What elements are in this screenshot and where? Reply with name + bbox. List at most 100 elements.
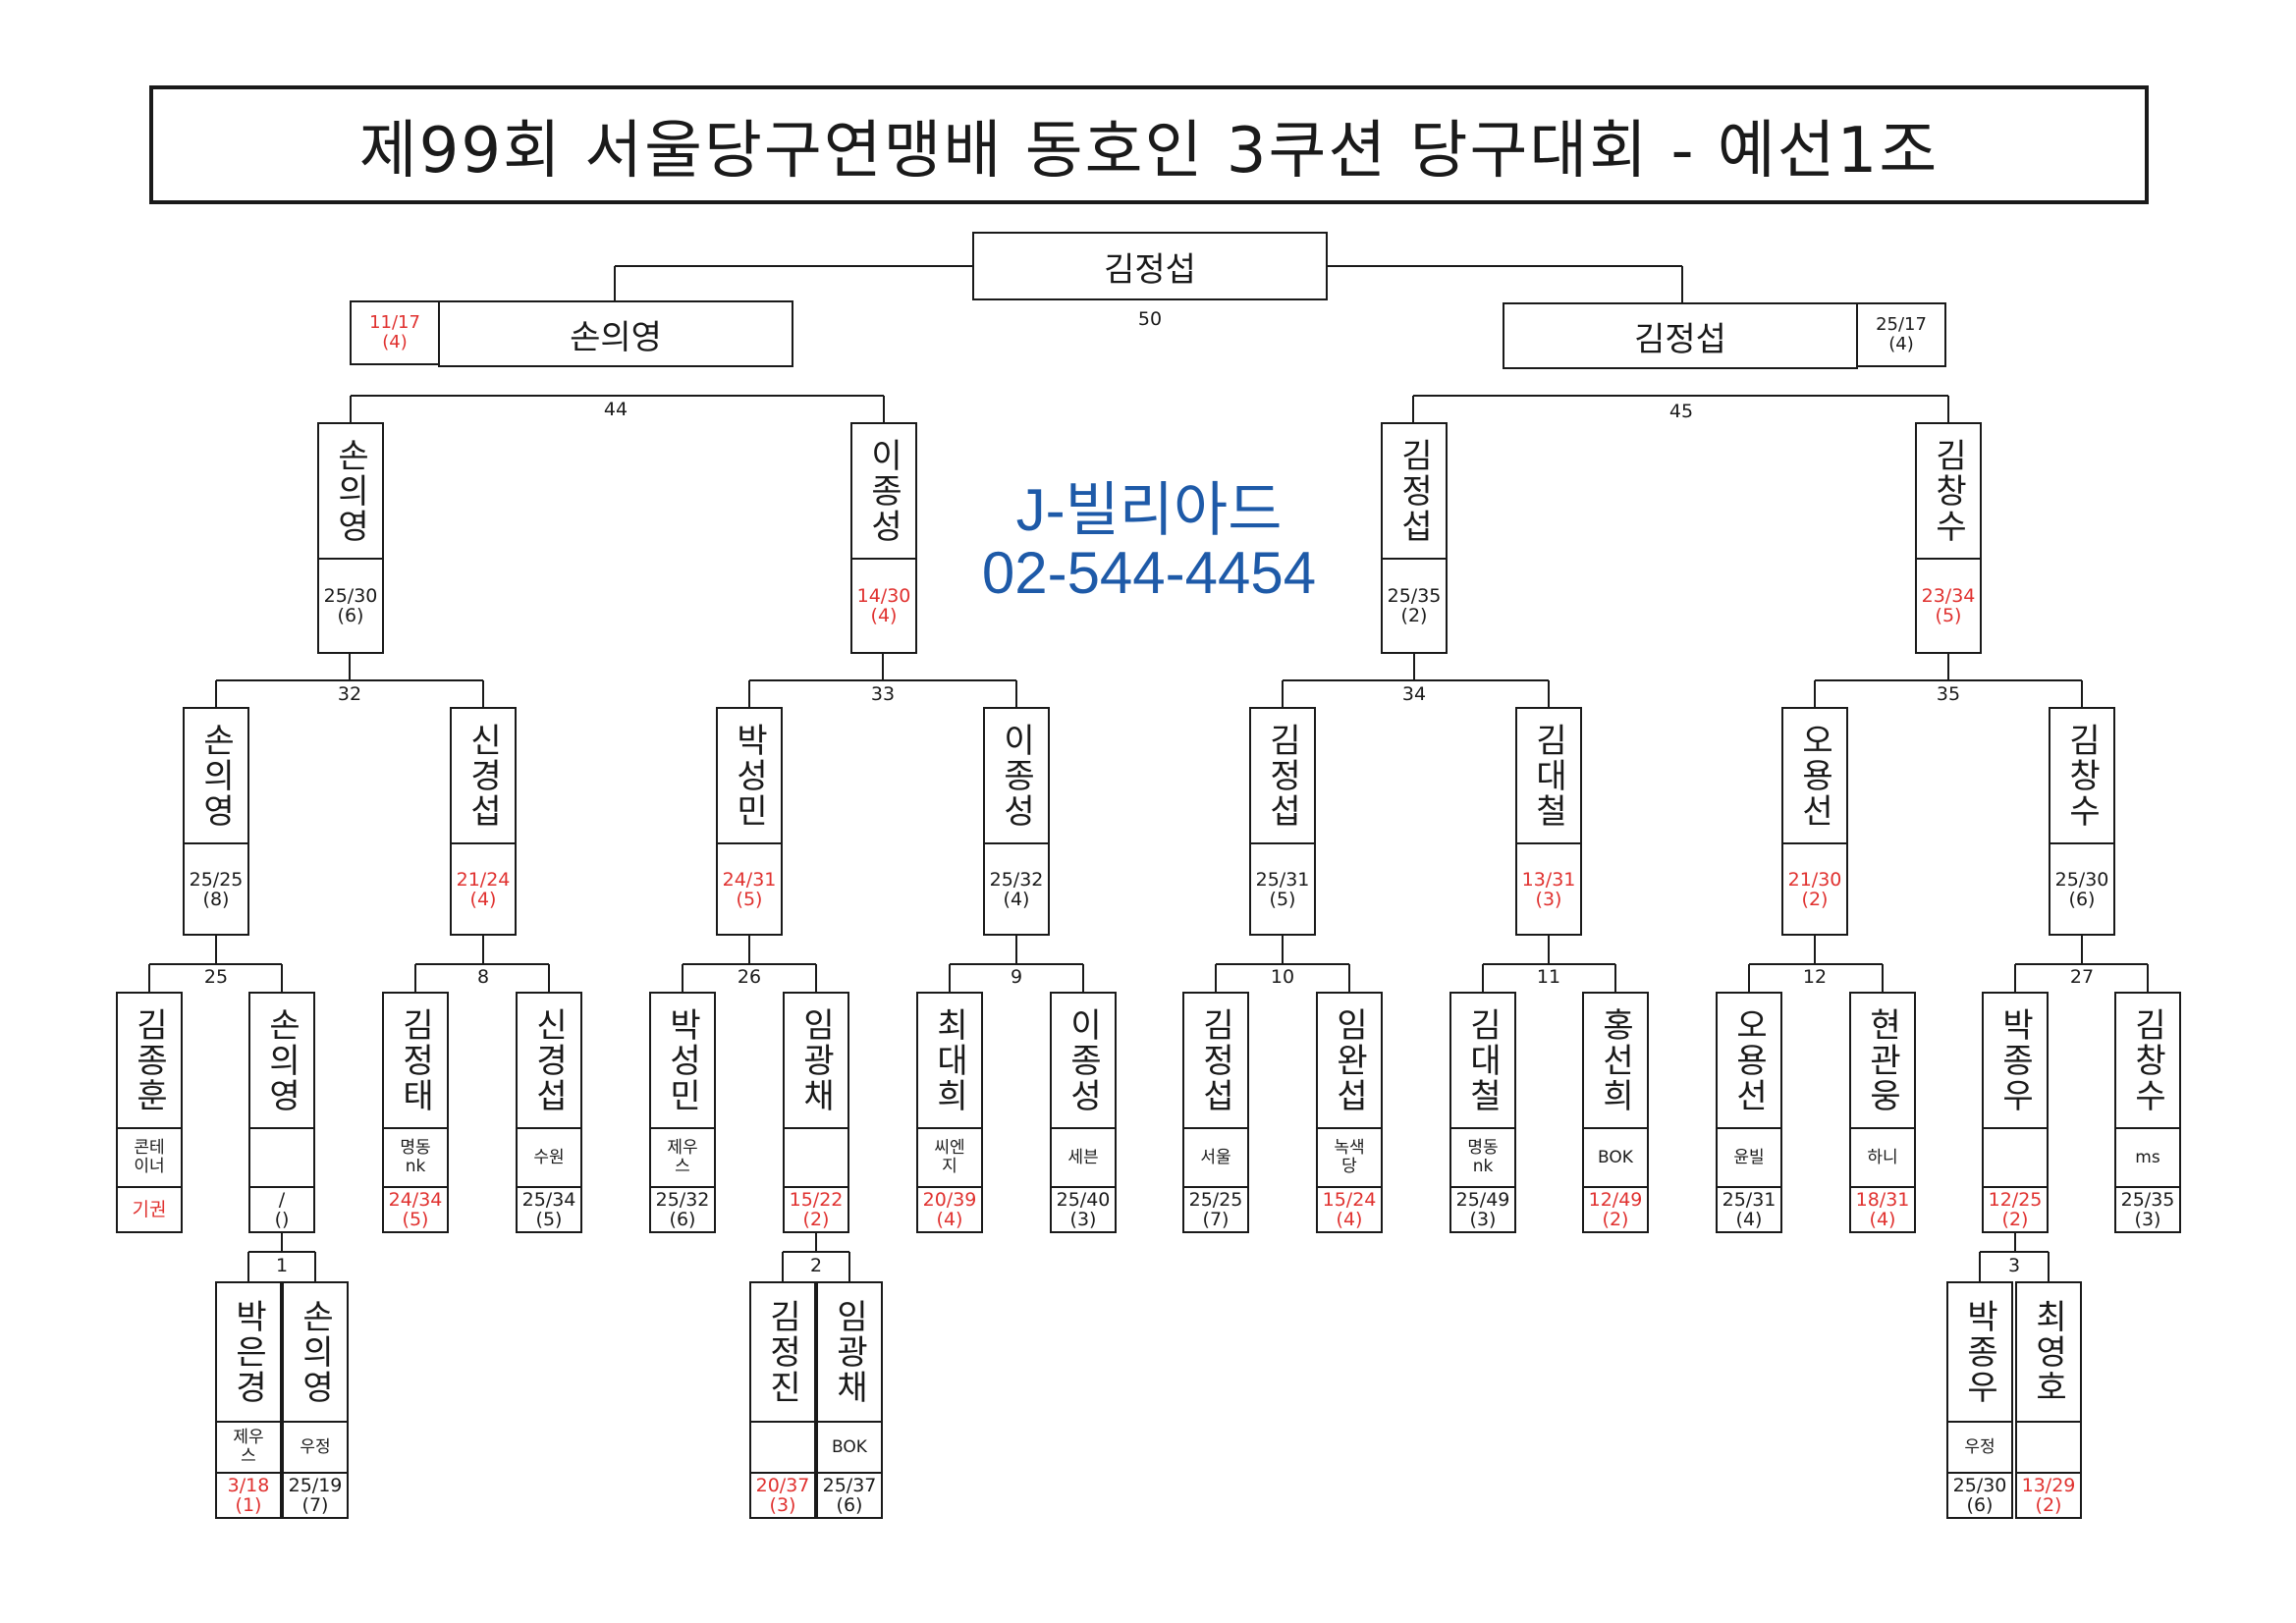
match-number: 45 [1668,401,1694,422]
inning: (7) [301,1494,329,1516]
inning: (1) [235,1494,262,1516]
score: 3/18 [227,1475,270,1496]
connector-27 [2014,936,2149,992]
player-score: 25/34(5) [518,1188,580,1231]
match-number: 34 [1401,683,1427,705]
inning: (3) [1069,1209,1097,1230]
player-score: 15/22(2) [785,1188,847,1231]
player-name: 오용선 [1718,994,1780,1129]
score: 25/19 [288,1475,343,1496]
player-score: 12/25(2) [1984,1188,2047,1231]
player-box: 손의영/() [248,992,315,1233]
player-name: 임완섭 [1318,994,1381,1129]
player-name: 김대철 [1451,994,1514,1129]
score: 25/17 [1876,314,1927,335]
player-score: 21/24(4) [452,844,515,934]
score: 25/25 [1188,1189,1243,1211]
score: 13/29 [2021,1475,2076,1496]
player-name: 신경섭 [518,994,580,1129]
ad-name: J-빌리아드 [1015,477,1283,543]
score: 20/39 [922,1189,977,1211]
score: 25/30 [2054,868,2109,891]
player-club [751,1423,814,1474]
player-club: 서울 [1184,1129,1247,1188]
champion-name: 김정섭 [1104,249,1196,290]
inning: (2) [2035,1494,2062,1516]
finalist-box: 손의영 [438,300,793,367]
inning: (6) [669,1209,696,1230]
player-name: 박은경 [217,1283,280,1423]
connector-10 [1215,936,1350,992]
score: 15/22 [789,1189,844,1211]
player-score: 25/49(3) [1451,1188,1514,1231]
match-number: 50 [1137,308,1163,330]
inning: (3) [1535,888,1562,910]
match-number: 27 [2069,966,2095,988]
player-score: 25/31(4) [1718,1188,1780,1231]
score: 11/17 [369,312,420,333]
connector-25 [148,936,283,992]
inning: (6) [1966,1494,1994,1516]
finalist-name: 김정섭 [1634,319,1726,359]
player-club: BOK [1584,1129,1647,1188]
player-club [1984,1129,2047,1188]
player-club: 우정 [1948,1423,2011,1474]
score: 25/35 [1387,585,1442,607]
connector-35 [1814,653,2083,715]
inning: (4) [1888,334,1914,354]
match-number: 33 [870,683,896,705]
player-score: 14/30(4) [852,560,915,652]
inning: (3) [2134,1209,2161,1230]
player-name: 박성민 [718,709,781,844]
title-box: 제99회 서울당구연맹배 동호인 3쿠션 당구대회 - 예선1조 [149,85,2149,204]
player-score: 12/49(2) [1584,1188,1647,1231]
inning: (7) [1202,1209,1230,1230]
match-number: 12 [1802,966,1828,988]
player-score: 25/30(6) [319,560,382,652]
finalist-box: 김정섭 [1503,302,1858,369]
inning: (4) [469,888,497,910]
score: 24/31 [722,868,777,891]
player-score: 13/29(2) [2017,1474,2080,1517]
connector-44 [350,395,885,422]
player-score: 13/31(3) [1517,844,1580,934]
player-name: 신경섭 [452,709,515,844]
inning: (2) [1400,605,1428,626]
inning: (4) [870,605,898,626]
champion-box: 김정섭 [972,232,1328,300]
player-name: 김정진 [751,1283,814,1423]
player-name: 손의영 [250,994,313,1129]
player-name: 홍선희 [1584,994,1647,1129]
connector-45 [1412,395,1949,422]
score: 13/31 [1521,868,1576,891]
player-club: 하니 [1851,1129,1914,1188]
player-score: 25/35(2) [1383,560,1446,652]
player-score: 3/18(1) [217,1474,280,1517]
inning: (6) [2068,888,2096,910]
player-name: 최영호 [2017,1283,2080,1423]
player-score: 15/24(4) [1318,1188,1381,1231]
score: 12/49 [1588,1189,1643,1211]
inning: (2) [1801,888,1829,910]
inning: (2) [1602,1209,1629,1230]
finalist-name: 손의영 [570,317,662,357]
inning: (5) [1269,888,1296,910]
match-number: 26 [737,966,762,988]
player-score: 18/31(4) [1851,1188,1914,1231]
